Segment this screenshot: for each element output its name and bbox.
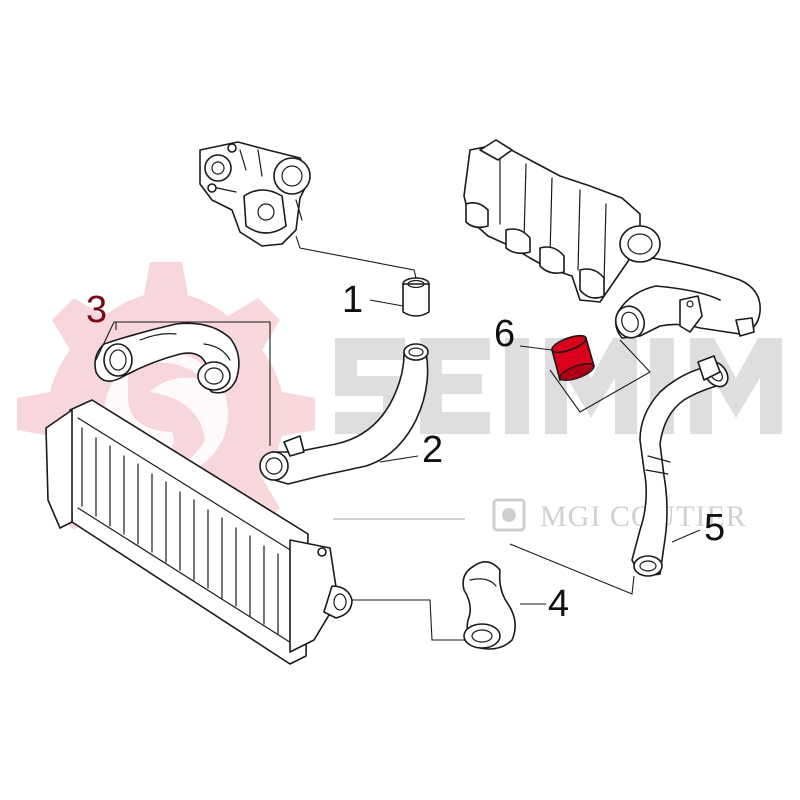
part-5-hose [631,355,729,577]
callout-5: 5 [704,507,725,549]
intake-manifold [463,139,661,303]
callout-6: 6 [494,313,515,355]
part-3-hose [94,322,240,394]
callout-2: 2 [422,429,443,471]
intercooler [45,399,353,665]
callout-4: 4 [548,583,569,625]
part-1-hose-coupler [402,277,430,317]
callout-1: 1 [342,279,363,321]
part-2-hose [259,343,429,485]
turbocharger [199,141,311,247]
part-4-hose [462,561,516,650]
part-6-hose-highlighted [551,334,595,382]
watermark-mgi-logo-icon [492,498,526,532]
callout-3: 3 [86,289,107,331]
leader-lines [95,235,701,641]
manifold-intake-pipe [614,257,761,339]
